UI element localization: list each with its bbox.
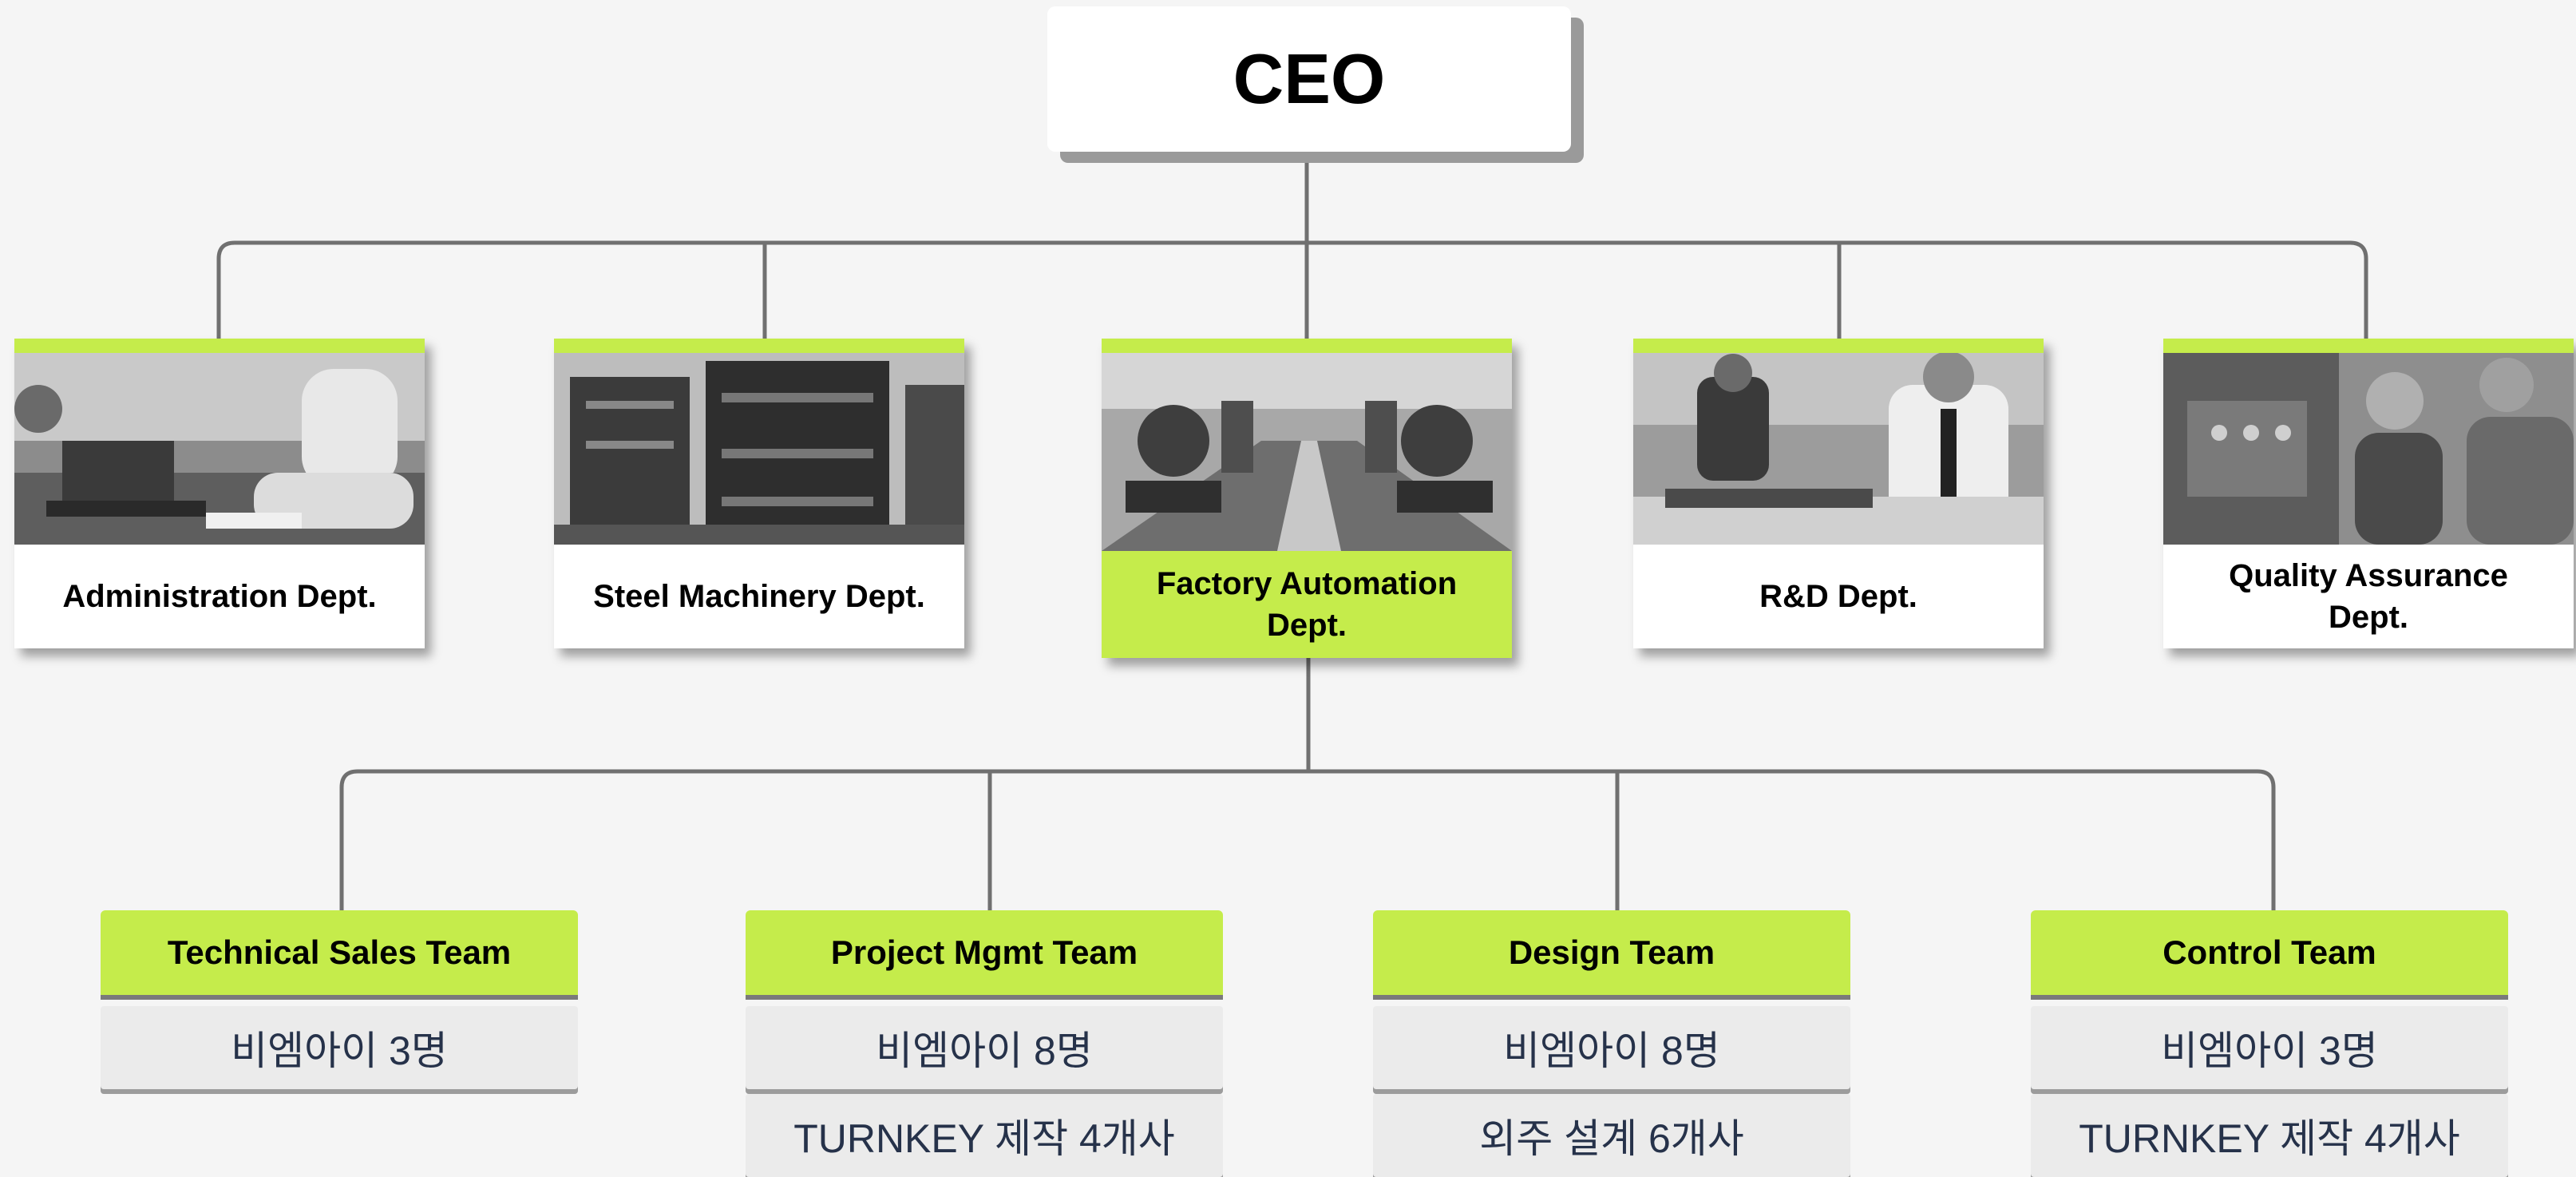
dept-label: Factory Automation Dept. [1102, 551, 1512, 658]
connector-dept-bus [216, 240, 2368, 339]
quality-inspection-photo [2163, 353, 2574, 545]
team-title: Project Mgmt Team [746, 910, 1223, 995]
team-title: Design Team [1373, 910, 1850, 995]
team-title: Control Team [2031, 910, 2508, 995]
dept-accent-stripe [14, 339, 425, 353]
team-staff-row: 비엠아이 8명 [746, 1006, 1223, 1089]
dept-label: Steel Machinery Dept. [593, 579, 925, 614]
team-partner-row: 외주 설계 6개사 [1373, 1094, 1850, 1177]
ceo-title: CEO [1233, 39, 1386, 118]
dept-card-steel-machinery: Steel Machinery Dept. [554, 339, 964, 648]
dept-card-rnd: R&D Dept. [1633, 339, 2044, 648]
team-partner-row: TURNKEY 제작 4개사 [746, 1094, 1223, 1177]
team-staff-row: 비엠아이 3명 [2031, 1006, 2508, 1089]
office-desk-photo [14, 353, 425, 545]
team-card-control: Control Team 비엠아이 3명 TURNKEY 제작 4개사 [2031, 910, 2508, 1177]
dept-card-quality-assurance: Quality Assurance Dept. [2163, 339, 2574, 648]
dept-accent-stripe [554, 339, 964, 353]
ceo-box: CEO [1047, 6, 1571, 152]
team-staff-row: 비엠아이 3명 [101, 1006, 578, 1089]
team-card-design: Design Team 비엠아이 8명 외주 설계 6개사 [1373, 910, 1850, 1177]
team-card-technical-sales: Technical Sales Team 비엠아이 3명 [101, 910, 578, 1089]
steel-machinery-photo [554, 353, 964, 545]
connector-team-bus [339, 769, 2276, 910]
lab-engineer-photo [1633, 353, 2044, 545]
team-title: Technical Sales Team [101, 910, 578, 995]
dept-label: Quality Assurance Dept. [2229, 558, 2508, 635]
dept-card-administration: Administration Dept. [14, 339, 425, 648]
dept-accent-stripe [2163, 339, 2574, 353]
dept-label: R&D Dept. [1759, 579, 1917, 614]
dept-accent-stripe [1102, 339, 1512, 353]
dept-label: Administration Dept. [62, 579, 377, 614]
team-partner-row: TURNKEY 제작 4개사 [2031, 1094, 2508, 1177]
team-staff-row: 비엠아이 8명 [1373, 1006, 1850, 1089]
dept-accent-stripe [1633, 339, 2044, 353]
robotic-assembly-line-photo [1102, 353, 1512, 551]
team-card-project-mgmt: Project Mgmt Team 비엠아이 8명 TURNKEY 제작 4개사 [746, 910, 1223, 1177]
dept-card-factory-automation: Factory Automation Dept. [1102, 339, 1512, 658]
